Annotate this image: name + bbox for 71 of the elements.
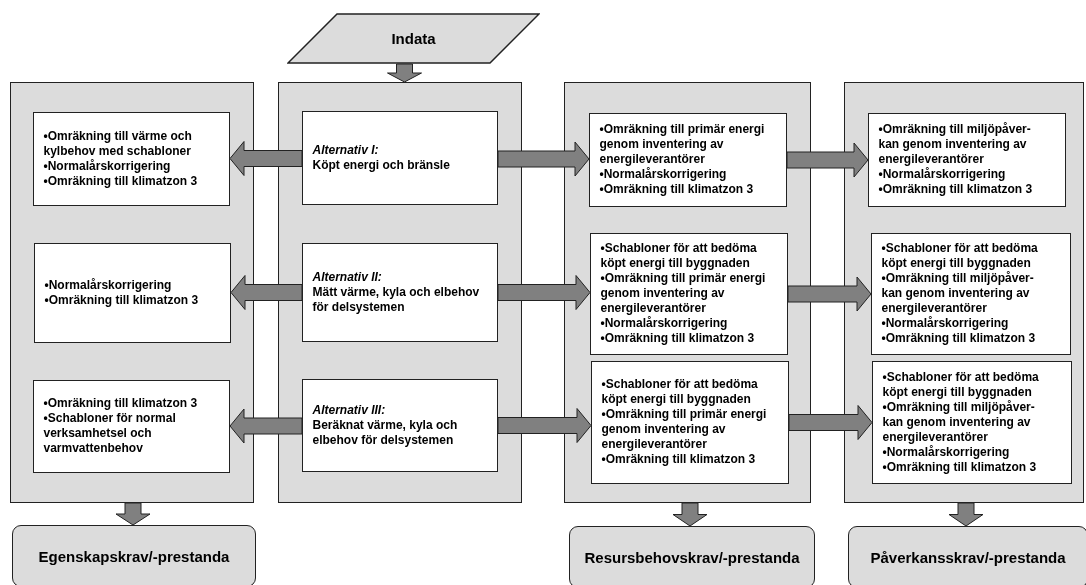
list-item: •Omräkning till klimatzon 3	[599, 182, 755, 197]
panel-box	[844, 82, 1084, 503]
text-box	[33, 242, 231, 343]
block-arrow	[115, 502, 151, 526]
text-box	[590, 360, 789, 484]
alternative-box	[301, 378, 498, 472]
list-item: •Schabloner för att bedöma köpt energi till byggnaden	[600, 241, 758, 271]
block-arrow	[230, 275, 303, 310]
list-item: •Omräkning till miljöpåver- kan genom inventering av energileverantörer	[882, 399, 1036, 445]
panel-box	[564, 82, 811, 503]
list-item: •Normalårskorrigering	[881, 316, 1010, 331]
list-item: •Schabloner för att bedöma köpt energi till byggnaden	[881, 241, 1039, 271]
block-arrow	[497, 275, 591, 310]
list-item: •Schabloner för att bedöma köpt energi till byggnaden	[601, 377, 759, 407]
list-item: •Normalårskorrigering	[882, 444, 1011, 460]
list-item: •Normalårskorrigering	[878, 167, 1007, 182]
block-arrow	[497, 141, 590, 177]
text-box	[871, 360, 1072, 484]
list-item: •Normalårskorrigering	[600, 316, 729, 331]
block-arrow	[788, 405, 873, 440]
block-arrow	[948, 502, 984, 527]
list-item: •Omräkning till miljöpåver- kan genom inventering av energileverantörer	[881, 271, 1035, 316]
alternative-box	[301, 242, 498, 342]
text-box	[867, 112, 1066, 207]
list-item: •Omräkning till värme och kylbehov med schabloner	[43, 128, 193, 159]
list-item: •Omräkning till primär energi genom inventering av energileverantörer	[601, 407, 768, 452]
list-item: •Omräkning till klimatzon 3	[600, 331, 756, 346]
alternative-heading: Alternativ I:	[312, 142, 380, 158]
list-item: •Omräkning till klimatzon 3	[882, 459, 1038, 475]
list-item: •Omräkning till klimatzon 3	[881, 331, 1037, 346]
text-box	[870, 232, 1071, 355]
list-item: •Omräkning till klimatzon 3	[601, 452, 757, 467]
text-box	[589, 232, 788, 355]
outcome-box	[12, 525, 256, 585]
text-box	[32, 111, 230, 206]
block-arrow	[229, 408, 303, 444]
block-arrow	[387, 63, 422, 83]
list-item: •Schabloner för att bedöma köpt energi till byggnaden	[882, 369, 1040, 400]
block-arrow	[786, 142, 869, 178]
list-item: •Normalårskorrigering	[599, 167, 728, 182]
panel-box	[10, 82, 254, 503]
list-item: •Omräkning till klimatzon 3	[43, 396, 199, 411]
input-parallelogram	[287, 13, 540, 64]
list-item: •Schabloner för normal verksamhetsel och varmvattenbehov	[43, 411, 177, 456]
text-box	[588, 112, 787, 207]
box-label: Påverkansskrav/-prestanda	[870, 548, 1066, 566]
box-label: Resursbehovskrav/-prestanda	[584, 548, 800, 566]
box-label: Egenskapskrav/-prestanda	[38, 547, 230, 565]
box-label: Indata	[391, 30, 436, 47]
block-arrow	[497, 408, 592, 443]
block-arrow	[672, 502, 708, 527]
panel-box	[278, 82, 522, 503]
alternative-description: Mätt värme, kyla och elbehov för delsystemen	[312, 284, 481, 315]
text-box	[32, 379, 230, 473]
list-item: •Normalårskorrigering	[44, 277, 173, 293]
outcome-box	[569, 526, 815, 585]
list-item: •Normalårskorrigering	[43, 158, 172, 174]
block-arrow	[229, 141, 303, 176]
alternative-description: Beräknat värme, kyla och elbehov för delsystemen	[312, 417, 459, 448]
alternative-box	[301, 110, 498, 205]
list-item: •Omräkning till primär energi genom inventering av energileverantörer	[599, 122, 766, 167]
list-item: •Omräkning till miljöpåver- kan genom inventering av energileverantörer	[878, 122, 1032, 167]
alternative-description: Köpt energi och bränsle	[312, 157, 451, 173]
block-arrow	[787, 276, 872, 312]
alternative-heading: Alternativ III:	[312, 402, 387, 418]
list-item: •Omräkning till klimatzon 3	[878, 182, 1034, 197]
alternative-heading: Alternativ II:	[312, 269, 383, 285]
list-item: •Omräkning till primär energi genom inventering av energileverantörer	[600, 271, 767, 316]
outcome-box	[848, 526, 1086, 585]
list-item: •Omräkning till klimatzon 3	[43, 173, 199, 189]
list-item: •Omräkning till klimatzon 3	[44, 292, 200, 308]
